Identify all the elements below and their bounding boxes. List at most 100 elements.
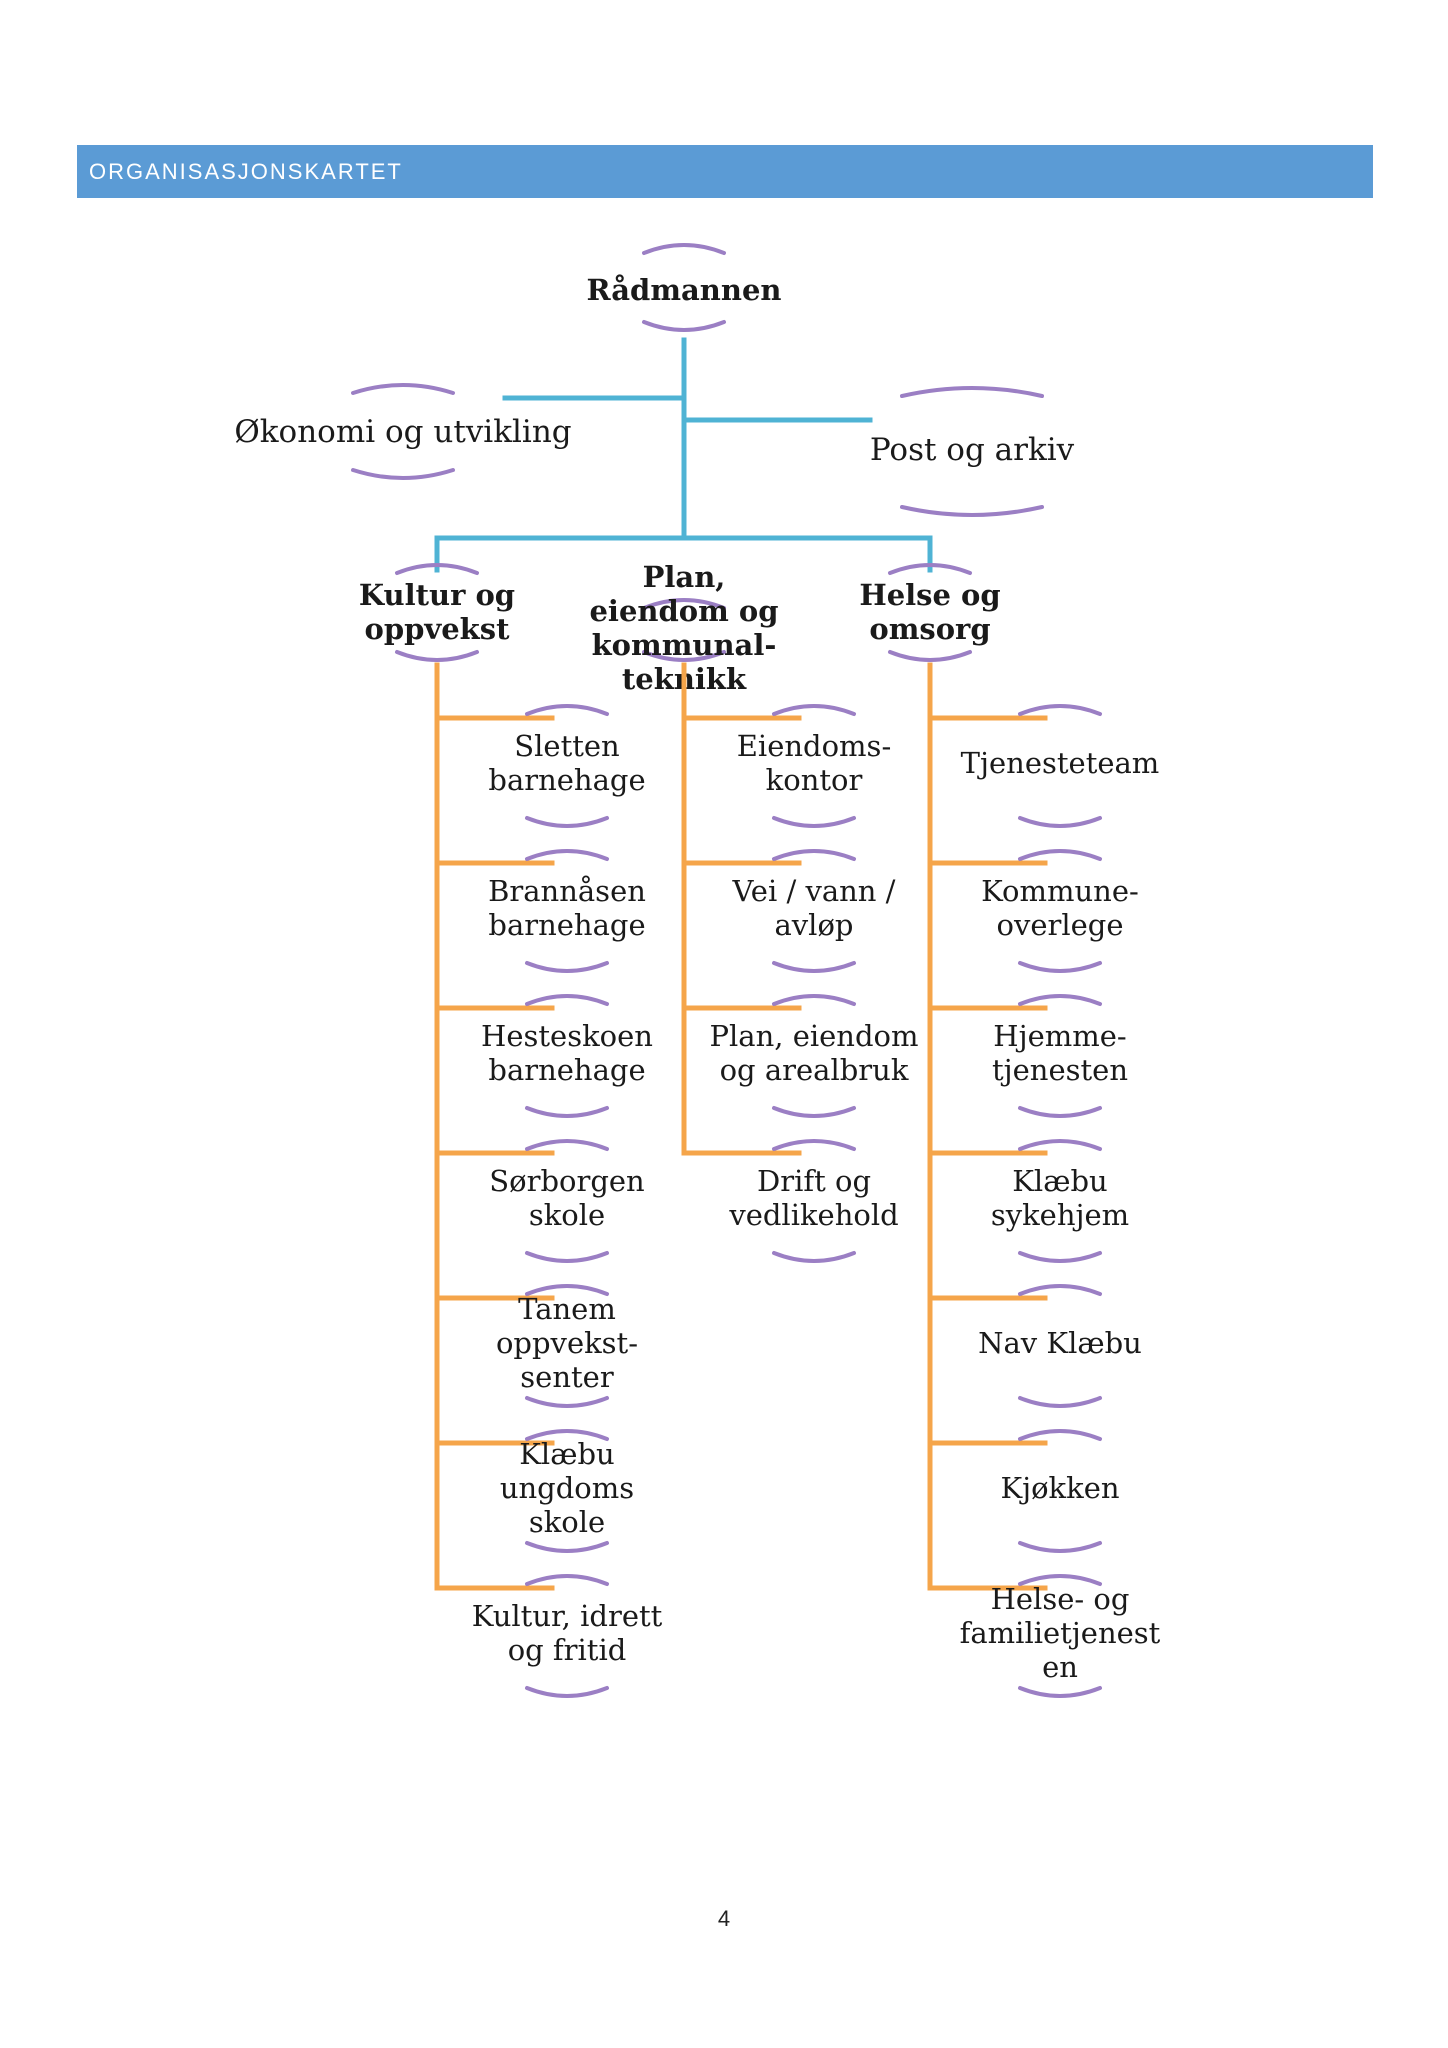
unit-node-arcs-top-arc — [772, 849, 856, 861]
division-node-arcs-top-arc — [395, 563, 479, 575]
staff-node-arcs-top-arc — [351, 383, 455, 395]
division-node-label-line: Plan, — [643, 560, 726, 594]
unit-node-arcs-top-arc — [1018, 1429, 1102, 1441]
unit-node-label-line: Eiendoms- — [737, 729, 892, 763]
unit-node-arcs-bottom-arc — [1018, 816, 1102, 828]
staff-node-arcs-bottom-arc — [900, 505, 1044, 517]
staff-node-arcs-bottom-arc — [351, 468, 455, 480]
unit-node-arcs-top-arc — [1018, 704, 1102, 716]
unit-node-label-line: skole — [529, 1505, 605, 1539]
division-node-label-line: Kultur og — [359, 578, 515, 612]
unit-node-arcs-bottom-arc — [1018, 1686, 1102, 1698]
unit-node-arcs-bottom-arc — [525, 1106, 609, 1118]
unit-node-label-line: avløp — [775, 908, 854, 942]
unit-node-arcs-bottom-arc — [1018, 1541, 1102, 1553]
unit-node-label-line: en — [1042, 1650, 1078, 1684]
unit-node-arcs-bottom-arc — [525, 1251, 609, 1263]
root-node-label: Rådmannen — [586, 273, 781, 307]
division-node-arcs — [395, 563, 479, 662]
unit-node-label-line: Kjøkken — [1000, 1471, 1119, 1505]
unit-node-label-line: Kommune- — [981, 874, 1139, 908]
division-node-label-line: oppvekst — [364, 612, 510, 646]
unit-node-arcs — [1018, 994, 1102, 1118]
unit-node-label-line: familietjenest — [960, 1616, 1161, 1650]
unit-node-label-line: og fritid — [508, 1633, 627, 1667]
unit-node-arcs-bottom-arc — [525, 1686, 609, 1698]
unit-node-arcs — [525, 1574, 609, 1698]
staff-node-arcs — [900, 386, 1044, 517]
unit-node-label-line: senter — [520, 1360, 614, 1394]
unit-node-label-line: Klæbu — [519, 1437, 614, 1471]
unit-node-arcs-top-arc — [525, 1284, 609, 1296]
unit-node-label: Eiendoms-kontor — [737, 729, 892, 797]
unit-node-arcs-bottom-arc — [525, 1396, 609, 1408]
root-node-arcs — [642, 243, 726, 332]
unit-node-label-line: og arealbruk — [720, 1053, 909, 1087]
unit-node-arcs-top-arc — [772, 1139, 856, 1151]
division-node-label-line: kommunal- — [592, 628, 777, 662]
unit-node-arcs-top-arc — [772, 994, 856, 1006]
unit-node-arcs-bottom-arc — [1018, 961, 1102, 973]
unit-node-arcs — [772, 849, 856, 973]
unit-node-arcs-bottom-arc — [525, 816, 609, 828]
division-node-arcs-bottom-arc — [888, 650, 972, 662]
unit-node-label-line: vedlikehold — [728, 1198, 898, 1232]
unit-node-label-line: Brannåsen — [488, 874, 646, 908]
unit-node-label-line: sykehjem — [991, 1198, 1129, 1232]
unit-node-arcs — [525, 1139, 609, 1263]
section-title: ORGANISASJONSKARTET — [89, 159, 403, 184]
page-number: 4 — [717, 1906, 731, 1931]
unit-node-arcs-top-arc — [1018, 1574, 1102, 1586]
unit-node-label: Tjenesteteam — [961, 746, 1160, 780]
unit-node-arcs-top-arc — [525, 1139, 609, 1151]
unit-node-label-line: Sletten — [514, 729, 619, 763]
unit-node-arcs — [1018, 849, 1102, 973]
unit-node-label-line: barnehage — [488, 1053, 645, 1087]
unit-node-label-line: kontor — [766, 763, 863, 797]
division-node-arcs-bottom-arc — [395, 650, 479, 662]
unit-node-arcs-bottom-arc — [525, 1541, 609, 1553]
staff-node-label-line: Post og arkiv — [870, 432, 1075, 468]
unit-node-arcs — [1018, 704, 1102, 828]
unit-node-label: Hjemme-tjenesten — [992, 1019, 1128, 1087]
unit-node-label-line: barnehage — [488, 908, 645, 942]
unit-node-arcs — [525, 994, 609, 1118]
unit-node-label-line: skole — [529, 1198, 605, 1232]
division-node-arcs-top-arc — [642, 598, 726, 610]
unit-node-arcs — [525, 1284, 609, 1408]
unit-node-label: Kommune-overlege — [981, 874, 1139, 942]
unit-node-arcs-bottom-arc — [525, 961, 609, 973]
division-node-label-line: omsorg — [869, 612, 990, 646]
division-node-label-line: eiendom og — [589, 594, 778, 628]
unit-node-arcs-bottom-arc — [1018, 1106, 1102, 1118]
unit-node-arcs-top-arc — [525, 1574, 609, 1586]
unit-node-arcs-top-arc — [1018, 849, 1102, 861]
unit-node-arcs-bottom-arc — [772, 961, 856, 973]
section-header-bar: ORGANISASJONSKARTET — [77, 145, 1373, 198]
root-node-label-line: Rådmannen — [586, 273, 781, 307]
unit-node-label-line: Kultur, idrett — [472, 1599, 663, 1633]
unit-node-label-line: Hjemme- — [993, 1019, 1126, 1053]
unit-node-arcs — [1018, 1429, 1102, 1553]
unit-node-label-line: overlege — [996, 908, 1123, 942]
unit-node-arcs — [772, 1139, 856, 1263]
unit-node-arcs-top-arc — [525, 704, 609, 716]
unit-node-label: Nav Klæbu — [978, 1326, 1142, 1360]
root-node-arcs-top-arc — [642, 243, 726, 255]
unit-node-label-line: barnehage — [488, 763, 645, 797]
unit-node-label-line: Plan, eiendom — [710, 1019, 919, 1053]
unit-node-arcs-bottom-arc — [772, 1251, 856, 1263]
unit-node-label-line: Drift og — [757, 1164, 871, 1198]
